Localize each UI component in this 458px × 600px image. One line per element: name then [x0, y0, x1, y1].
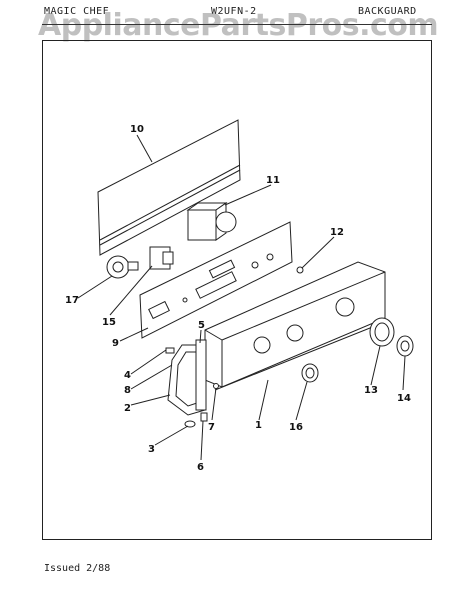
leader-lines: [77, 134, 406, 461]
part-rear-panel: [97, 119, 241, 256]
part-bulb: [184, 420, 196, 428]
part-dial-skirt: [369, 317, 395, 347]
callout-labels: 10 11 12 17 15 9 5 4 8 2 7 3 6 1 16 13 1…: [65, 124, 411, 473]
header-model: W2UFN-2: [211, 6, 257, 17]
part-lens: [195, 339, 207, 411]
callout-6: 6: [197, 462, 204, 473]
callout-9: 9: [112, 338, 119, 349]
part-knob-small: [301, 363, 319, 383]
issued-date: Issued 2/88: [44, 563, 111, 574]
callout-13: 13: [364, 385, 378, 396]
callout-3: 3: [148, 444, 155, 455]
part-clip: [165, 347, 175, 354]
callout-17: 17: [65, 295, 79, 306]
callout-14: 14: [397, 393, 411, 404]
callout-7: 7: [208, 422, 215, 433]
callout-8: 8: [124, 385, 131, 396]
part-timer: [186, 202, 237, 241]
diagram-frame: [42, 40, 432, 540]
callout-11: 11: [266, 175, 280, 186]
part-control-panel: [139, 221, 293, 339]
callout-5: 5: [198, 320, 205, 331]
part-knob-large: [396, 335, 414, 357]
callout-1: 1: [255, 420, 262, 431]
callout-10: 10: [130, 124, 144, 135]
header-brand: MAGIC CHEF: [44, 6, 110, 17]
callout-15: 15: [102, 317, 116, 328]
header-rule: [42, 24, 432, 25]
part-screw-small: [213, 383, 219, 389]
callout-2: 2: [124, 403, 131, 414]
part-screw: [296, 266, 304, 274]
part-water-level-switch: [106, 255, 139, 279]
callout-4: 4: [124, 370, 131, 381]
header-section: BACKGUARD: [358, 6, 417, 17]
part-bracket: [200, 412, 208, 422]
part-switch: [149, 246, 174, 270]
callout-12: 12: [330, 227, 344, 238]
callout-16: 16: [289, 422, 303, 433]
